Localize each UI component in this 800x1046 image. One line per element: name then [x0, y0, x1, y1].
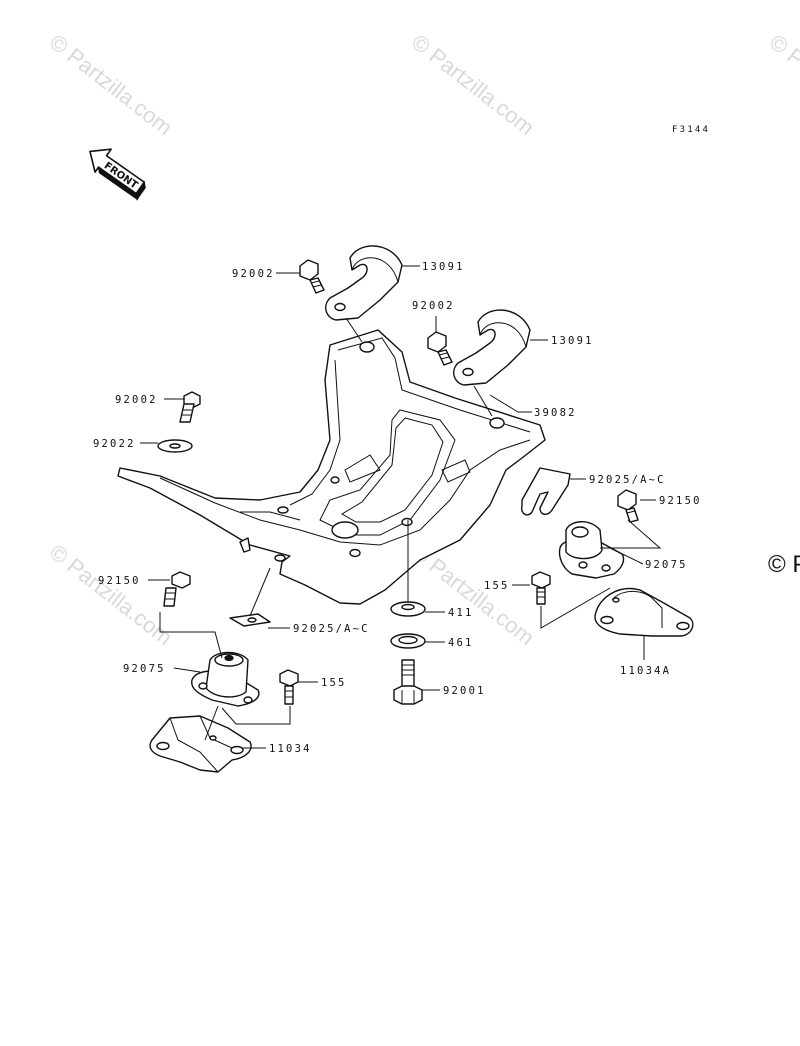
callout-11034: 11034 — [269, 743, 312, 755]
callout-92025-right: 92025/A~C — [589, 474, 666, 486]
watermark-3: © Partzilla.com — [45, 539, 177, 650]
watermark-2: © Partzilla.com — [407, 29, 539, 140]
clamp-13091-left — [325, 245, 403, 321]
figure-code: F3144 — [672, 125, 710, 135]
callout-92025-left: 92025/A~C — [293, 623, 370, 635]
callout-13091-b: 13091 — [551, 335, 594, 347]
callout-92002-c: 92002 — [115, 394, 158, 406]
callouts: 92002 13091 92002 13091 92002 39082 9202… — [93, 261, 702, 755]
callout-155-left: 155 — [321, 677, 347, 689]
washer-92022 — [157, 439, 193, 453]
plate-92025-right — [520, 467, 571, 516]
watermark-1: © Partzilla.com — [45, 29, 177, 140]
bolt-155-right — [531, 571, 551, 605]
callout-92075-left: 92075 — [123, 663, 166, 675]
callout-92075-right: 92075 — [645, 559, 688, 571]
front-arrow-icon: FRONT — [89, 148, 146, 201]
bolt-92001 — [393, 659, 423, 705]
watermark-edge: © P — [768, 551, 800, 578]
callout-11034A: 11034A — [620, 665, 671, 677]
bolt-92002-c — [179, 391, 201, 423]
bolt-92150-right — [617, 489, 639, 523]
callout-411: 411 — [448, 607, 474, 619]
callout-92150-right: 92150 — [659, 495, 702, 507]
washer-411 — [390, 601, 426, 617]
leader-lines — [140, 265, 662, 749]
callout-461: 461 — [448, 637, 474, 649]
mount-92075-left — [191, 651, 260, 707]
washer-461 — [390, 633, 426, 649]
bolt-155-left — [279, 669, 299, 705]
callout-92022: 92022 — [93, 438, 136, 450]
bolt-92002-b — [427, 331, 453, 366]
bracket-11034 — [149, 715, 252, 773]
clamp-13091-right — [453, 309, 531, 386]
plate-92025-left — [229, 613, 271, 627]
callout-13091-a: 13091 — [422, 261, 465, 273]
callout-92001: 92001 — [443, 685, 486, 697]
callout-92002-a: 92002 — [232, 268, 275, 280]
bolt-92002-a — [299, 259, 325, 294]
callout-39082: 39082 — [534, 407, 577, 419]
mount-92075-right — [558, 521, 625, 579]
callout-155-right: 155 — [484, 580, 510, 592]
frame-39082 — [117, 329, 546, 605]
bolt-92150-left — [163, 571, 191, 607]
callout-92150-left: 92150 — [98, 575, 141, 587]
callout-92002-b: 92002 — [412, 300, 455, 312]
watermark-5: © P — [765, 29, 800, 71]
bracket-11034A — [594, 587, 694, 637]
